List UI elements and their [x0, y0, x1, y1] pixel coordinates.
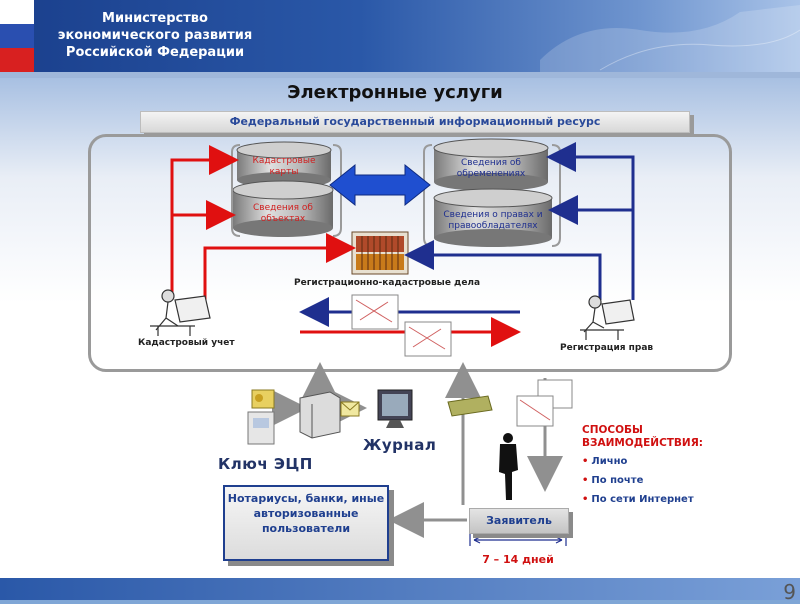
applicant-box: Заявитель [469, 508, 569, 534]
header-banner: Министерство экономического развития Рос… [0, 0, 800, 72]
registry-cases-label: Регистрационно-кадастровые дела [294, 278, 481, 288]
flag-stripe-blue [0, 24, 34, 48]
envelope-icon [340, 401, 360, 417]
flag-icon [0, 0, 34, 24]
ministry-title: Министерство экономического развития Рос… [57, 11, 253, 60]
registry-cases-icon [351, 231, 409, 275]
interaction-methods-title: СПОСОБЫ ВЗАИМОДЕЙСТВИЯ: [582, 424, 704, 449]
flag-stripe-red [0, 48, 34, 72]
applicant-person-icon [499, 433, 518, 500]
money-icon [447, 395, 493, 417]
sync-double-arrow [329, 163, 431, 207]
days-bracket [469, 534, 567, 546]
federal-resource-label: Федеральный государственный информационн… [229, 115, 601, 128]
encumbrances-db [433, 138, 549, 191]
monitor-icon [377, 389, 413, 428]
interaction-methods: СПОСОБЫ ВЗАИМОДЕЙСТВИЯ: Лично По почте П… [582, 424, 742, 513]
cadastral-account-label: Кадастровый учет [138, 338, 235, 348]
server-icon [299, 391, 341, 439]
slide-title: Электронные услуги [287, 82, 503, 103]
method-by-mail: По почте [582, 475, 742, 486]
object-info-label: Сведения об объектах [253, 203, 313, 224]
smartcard-reader-icon [247, 411, 275, 445]
rights-clerk-icon [580, 295, 635, 340]
rights-registration-label: Регистрация прав [560, 343, 654, 353]
method-internet: По сети Интернет [582, 494, 742, 505]
header-band [0, 72, 800, 78]
document-icon [351, 294, 399, 330]
resource-frame [88, 134, 732, 372]
objects-info-db [232, 180, 334, 237]
cadastral-clerk-icon [150, 289, 211, 336]
cadastral-maps-label: Кадастровые карты [252, 156, 316, 177]
key-icon [251, 389, 275, 409]
method-in-person: Лично [582, 456, 742, 467]
rights-holders-label: Сведения о правах и правообладателях [443, 210, 543, 231]
rights-blue-flows [299, 142, 635, 327]
application-documents-icon [516, 379, 573, 427]
footer-band [0, 578, 800, 600]
journal-label: Журнал [363, 436, 437, 454]
federal-resource-bar: Федеральный государственный информационн… [140, 111, 690, 133]
digital-signature-key-label: Ключ ЭЦП [218, 455, 313, 473]
map-decoration [540, 5, 800, 72]
authorized-users-box: Нотариусы, банки, иные авторизованные по… [223, 485, 389, 561]
encumbrances-label: Сведения об обременениях [456, 158, 526, 179]
document-icon-2 [404, 321, 452, 357]
authorized-users-text: Нотариусы, банки, иные авторизованные по… [227, 492, 385, 535]
applicant-label: Заявитель [486, 514, 552, 527]
processing-time-label: 7 – 14 дней [482, 553, 554, 566]
page-number: 9 [783, 580, 796, 604]
